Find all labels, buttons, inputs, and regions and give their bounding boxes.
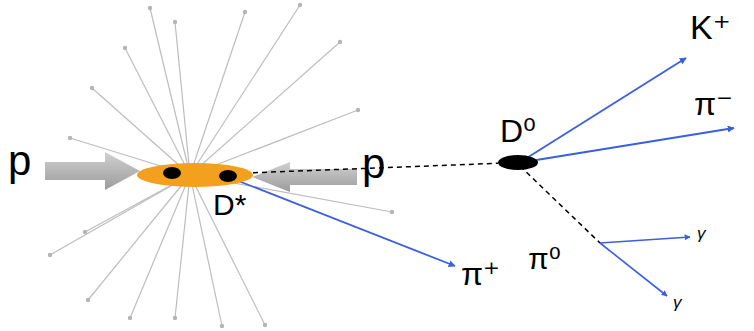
particle-label: γ: [697, 225, 706, 242]
track-dot: [48, 253, 52, 257]
track-dot: [298, 3, 302, 7]
vertex-shape: [498, 155, 538, 170]
particle-label: π⁰: [528, 244, 561, 274]
track-line: [175, 175, 190, 318]
track-dot: [68, 136, 72, 140]
track-dot: [173, 20, 177, 24]
vertex-label: D*: [213, 190, 246, 220]
neutral-pion-track: [520, 166, 600, 243]
track-dot: [128, 316, 132, 320]
vertex-node: D⁰: [498, 155, 538, 170]
track-dot: [220, 324, 224, 328]
track-dot: [263, 323, 267, 327]
vertex-node: D*: [137, 163, 253, 187]
particle-label: γ: [673, 294, 682, 311]
track-line: [175, 22, 190, 175]
track-dot: [356, 108, 360, 112]
vertex-dot: [163, 167, 181, 179]
particle-label: π⁺: [461, 258, 500, 290]
vertex-ellipse: [137, 163, 253, 187]
beam-label: p: [362, 143, 385, 185]
particle-label: π⁻: [694, 88, 733, 120]
proton-beam-arrow: [45, 152, 140, 190]
vertex-shape: [137, 163, 253, 187]
particle-label: K⁺: [690, 10, 731, 44]
track-line: [190, 175, 265, 325]
track-line: [88, 175, 190, 300]
vertex-dot: [219, 170, 237, 182]
pion-track: [236, 180, 455, 266]
track-dot: [173, 316, 177, 320]
track-dot: [243, 10, 247, 14]
vertex-label: D⁰: [500, 115, 536, 147]
track-line: [50, 175, 190, 255]
track-line: [190, 5, 300, 175]
track-dot: [90, 86, 94, 90]
photon-track: [600, 243, 667, 296]
track-line: [150, 8, 190, 175]
pion-track: [524, 128, 734, 162]
beam-label: p: [8, 140, 31, 182]
track-dot: [83, 230, 87, 234]
track-dot: [390, 210, 394, 214]
track-line: [130, 175, 190, 318]
photon-track: [600, 237, 690, 243]
track-dot: [86, 298, 90, 302]
track-line: [125, 48, 190, 175]
track-line: [190, 42, 340, 175]
track-dot: [338, 40, 342, 44]
proton-beam-arrow: [252, 162, 357, 192]
track-dot: [148, 6, 152, 10]
kaon-track: [522, 58, 686, 161]
track-dot: [123, 46, 127, 50]
vertex-ellipse: [498, 155, 538, 170]
